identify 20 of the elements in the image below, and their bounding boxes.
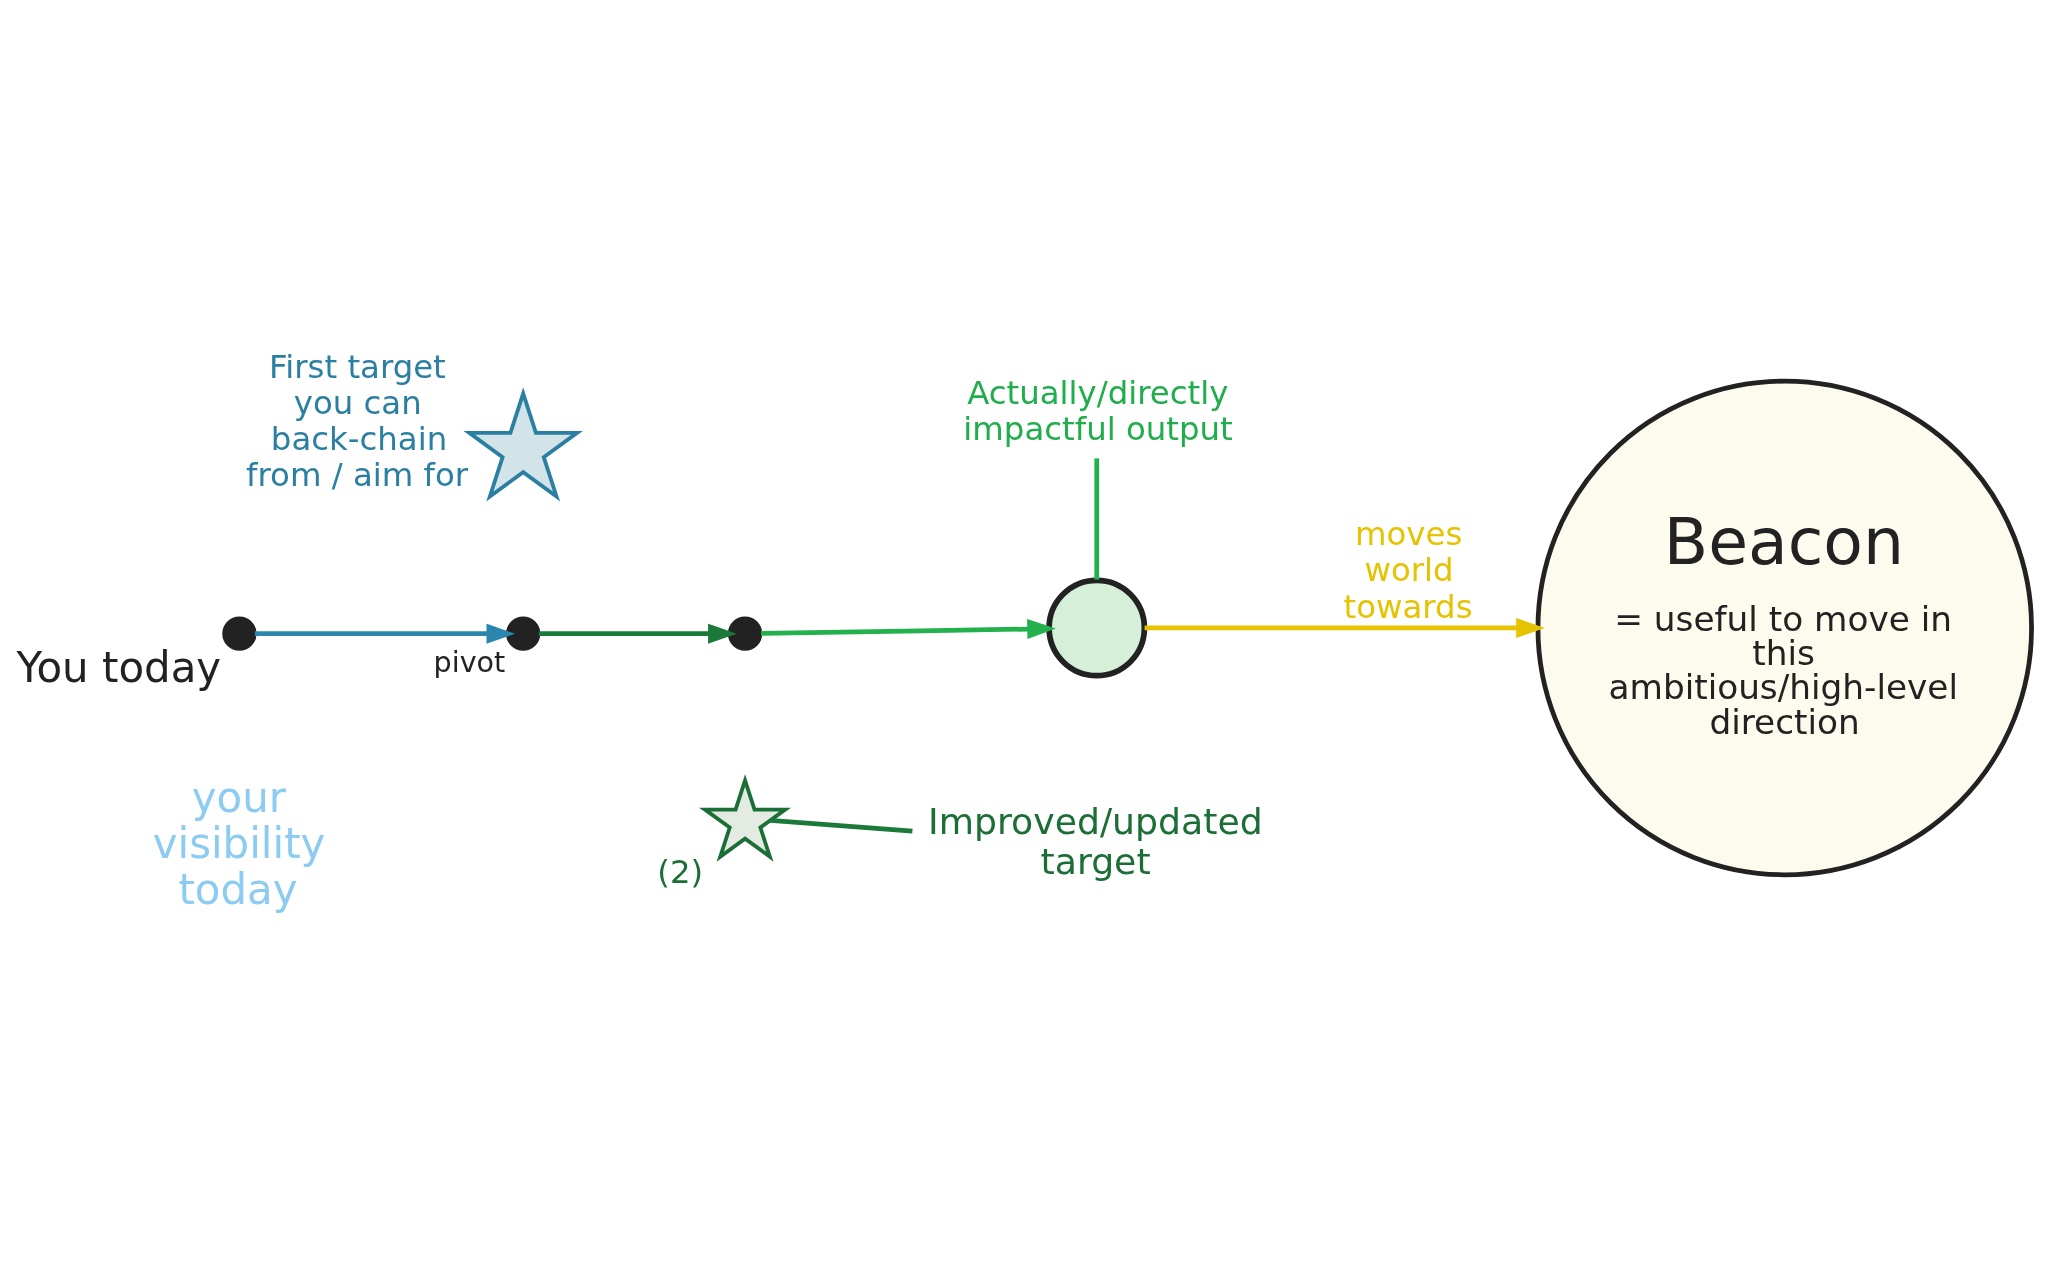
node-label: First target you can back-chain from / aim for bbox=[246, 347, 469, 495]
node-circle bbox=[222, 616, 257, 651]
connector bbox=[770, 817, 913, 834]
node-label: You today bbox=[16, 643, 222, 693]
arrow bbox=[761, 619, 1056, 640]
node-circle bbox=[1046, 577, 1148, 679]
node-text: Actually/directly impactful output bbox=[963, 374, 1233, 449]
arrow bbox=[254, 623, 516, 644]
edge-label: moves world towards bbox=[1343, 515, 1473, 626]
node-label: (2) bbox=[657, 852, 704, 891]
node-star bbox=[699, 774, 792, 862]
node-circle: Beacon = useful to move in this ambitious/high-level direction bbox=[1535, 378, 2034, 878]
arrow bbox=[538, 623, 737, 644]
node-label: pivot bbox=[433, 644, 506, 679]
arrow bbox=[1144, 617, 1545, 638]
node-circle bbox=[506, 616, 541, 651]
label: your visibility today bbox=[152, 773, 326, 914]
node-text: Improved/updated target bbox=[928, 800, 1263, 884]
connector bbox=[1094, 458, 1100, 580]
node-circle bbox=[727, 616, 763, 651]
